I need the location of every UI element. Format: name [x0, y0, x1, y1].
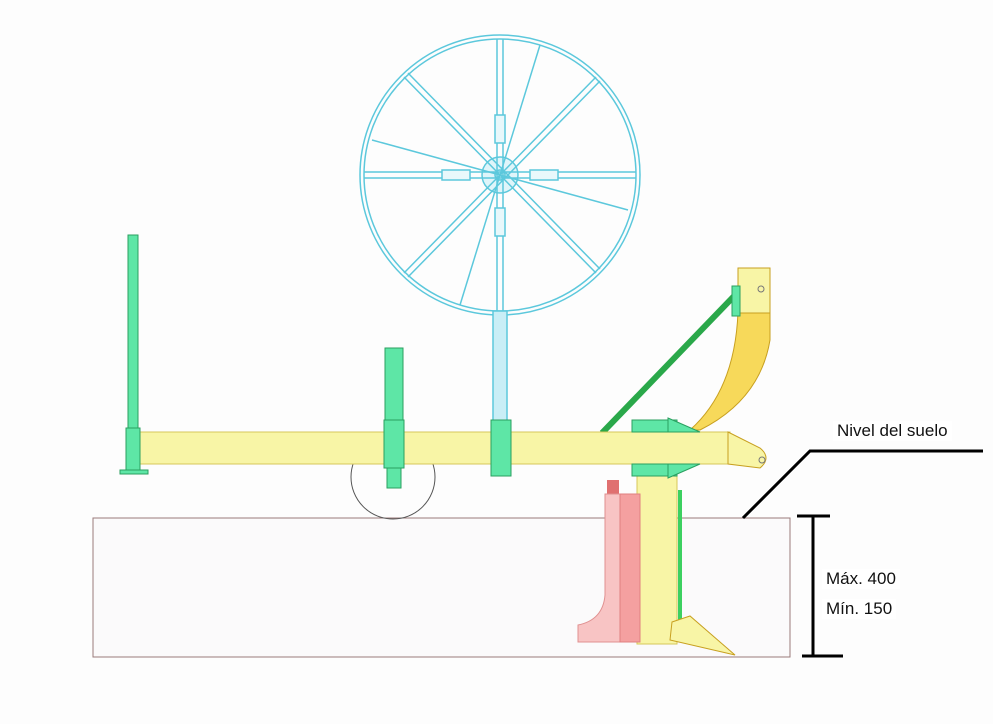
ground-level-label: Nivel del suelo [833, 421, 952, 441]
strut [599, 289, 741, 436]
main-beam [139, 431, 731, 465]
ground-level-leader [741, 449, 983, 520]
red-coulter [577, 480, 641, 643]
clamps [119, 234, 741, 489]
min-depth-label: Mín. 150 [822, 599, 897, 619]
depth-wheel [359, 34, 641, 432]
depth-dimension [797, 514, 843, 658]
max-depth-label: Máx. 400 [822, 569, 900, 589]
tine-leg [636, 463, 678, 645]
